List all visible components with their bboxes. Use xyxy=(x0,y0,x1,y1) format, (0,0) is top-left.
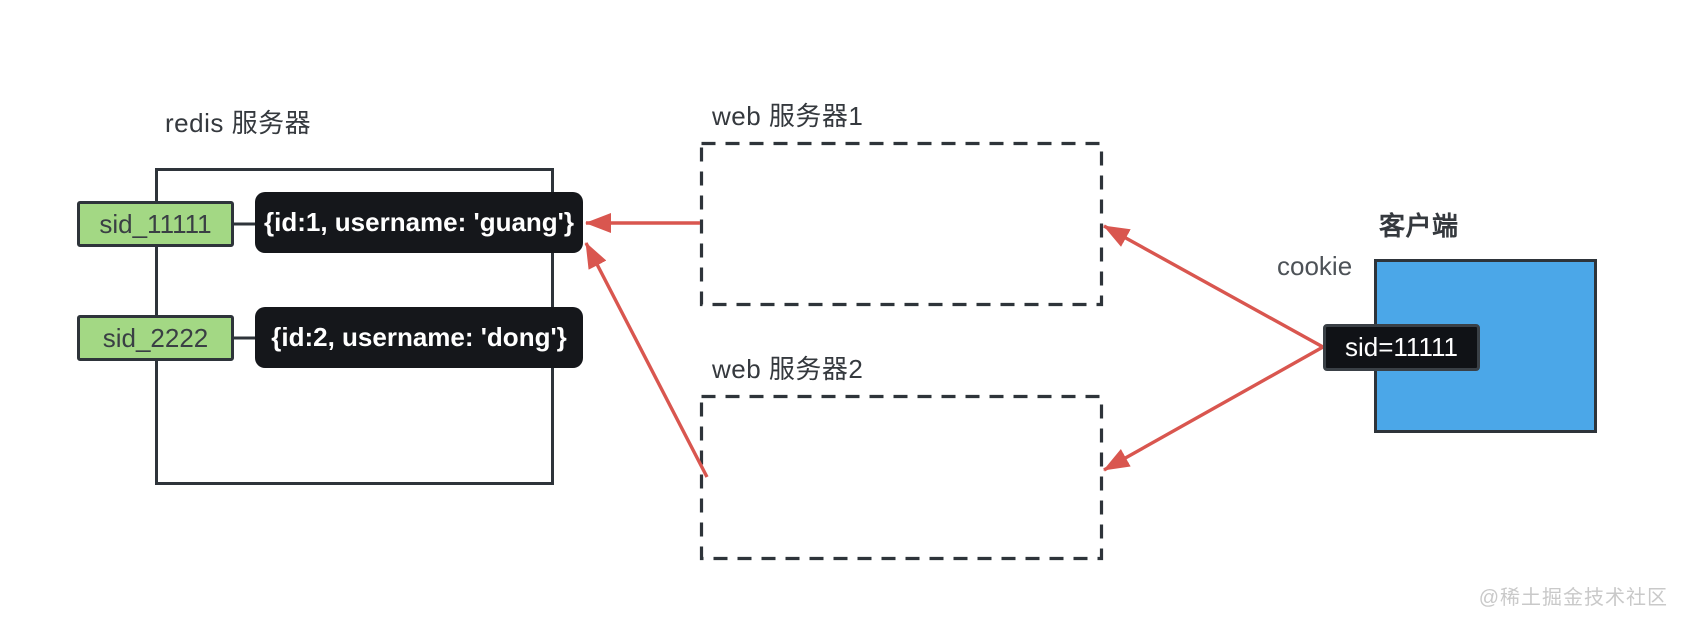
session-key-2: sid_2222 xyxy=(77,315,234,361)
arrow-web2-to-redis xyxy=(584,242,709,478)
arrow-client-to-web2 xyxy=(1103,345,1324,472)
web-server-1-box xyxy=(699,141,1104,307)
web-server-1-title: web 服务器1 xyxy=(712,101,864,131)
client-title: 客户端 xyxy=(1379,211,1459,241)
web-server-2-title: web 服务器2 xyxy=(712,354,864,384)
arrow-client-to-web1 xyxy=(1103,224,1324,349)
session-value-2: {id:2, username: 'dong'} xyxy=(255,307,583,368)
cookie-sid-badge: sid=11111 xyxy=(1323,324,1480,371)
redis-server-title: redis 服务器 xyxy=(165,108,312,138)
cookie-label: cookie xyxy=(1277,251,1353,281)
session-value-1: {id:1, username: 'guang'} xyxy=(255,192,583,253)
session-key-1: sid_11111 xyxy=(77,201,234,247)
watermark: @稀土掘金技术社区 xyxy=(1478,587,1668,609)
web-server-2-box xyxy=(699,394,1104,561)
